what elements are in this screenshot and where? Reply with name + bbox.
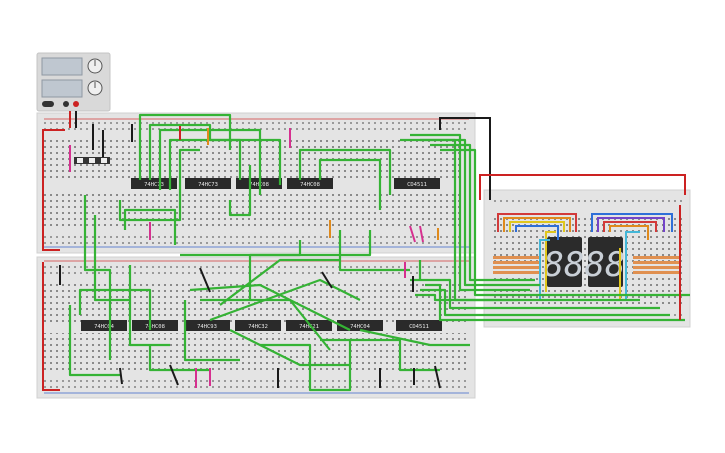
ic-chip[interactable]: CD4511 — [396, 320, 442, 331]
ic-chip-label: 74HC04 — [350, 324, 371, 330]
chip-row-bottom: 74HC04 74HC08 74HC93 74HC32 74HC21 74HC04 CD45… — [81, 320, 442, 331]
ic-chip-label: CD4511 — [407, 182, 427, 188]
svg-text:88: 88 — [544, 245, 585, 285]
power-supply[interactable] — [36, 52, 111, 112]
ic-chip[interactable]: 74HC73 — [185, 178, 231, 189]
ic-chip-label: CD4511 — [409, 324, 429, 330]
ic-chip-label: 74HC08 — [145, 324, 165, 330]
svg-text:88: 88 — [585, 245, 626, 285]
power-switch[interactable] — [42, 101, 54, 107]
ic-chip[interactable]: 74HC08 — [132, 320, 178, 331]
ic-chip[interactable]: 74HC73 — [131, 178, 177, 189]
ic-chip-label: 74HC04 — [94, 324, 115, 330]
ic-chip-label: 74HC73 — [144, 182, 164, 188]
resistor-bank-left[interactable] — [493, 256, 539, 274]
ic-chip[interactable]: 74HC04 — [81, 320, 127, 331]
dip-switch[interactable] — [74, 157, 110, 164]
voltage-display — [41, 57, 83, 76]
jumper-wires — [42, 111, 686, 391]
ic-chip[interactable]: 74HC04 — [337, 320, 383, 331]
ic-chip[interactable]: CD4511 — [394, 178, 440, 189]
ic-chip-label: 74HC32 — [248, 324, 268, 330]
terminal-icon[interactable] — [63, 101, 69, 107]
ic-chip[interactable]: 74HC08 — [287, 178, 333, 189]
ic-chip-label: 74HC21 — [299, 324, 319, 330]
ic-chip-label: 74HC08 — [300, 182, 320, 188]
ic-chip-label: 74HC73 — [198, 182, 218, 188]
current-display — [41, 79, 83, 98]
seven-segment-left: 88 — [544, 237, 585, 287]
green-wires — [68, 113, 690, 392]
display-wires — [497, 213, 673, 300]
terminal-icon[interactable] — [73, 101, 79, 107]
seven-segment-right: 88 — [585, 237, 626, 287]
ic-chip-label: 74HC93 — [197, 324, 217, 330]
resistor-bank-right[interactable] — [633, 256, 679, 274]
ic-chip[interactable]: 74HC32 — [235, 320, 281, 331]
ic-chip[interactable]: 74HC93 — [184, 320, 230, 331]
